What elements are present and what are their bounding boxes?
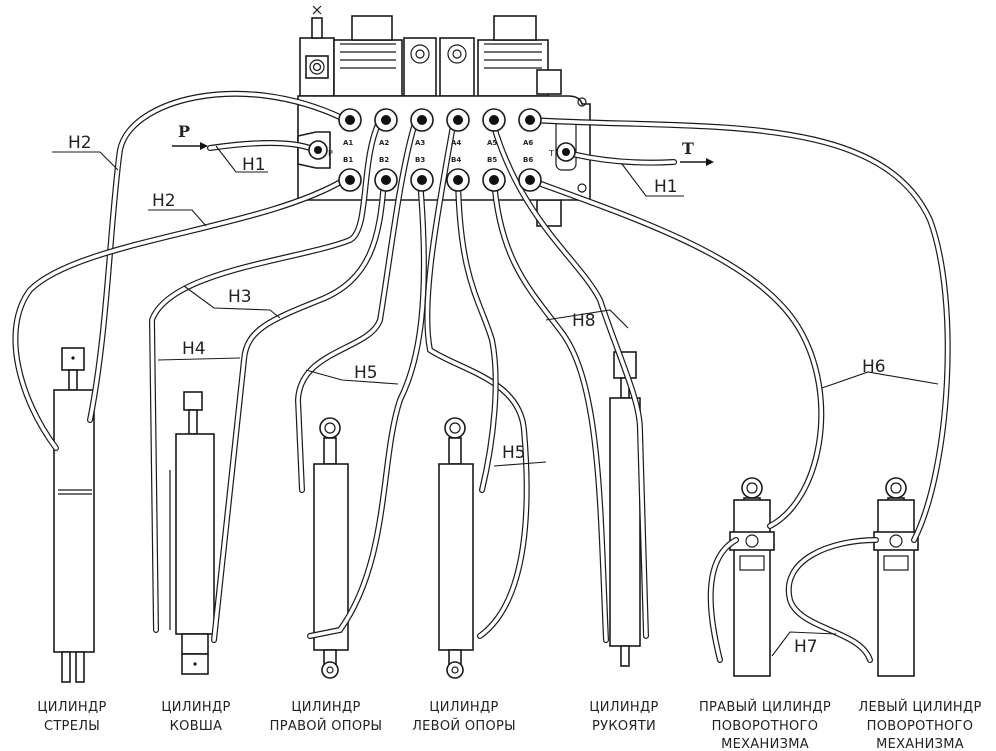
hose-label-h7: H7: [794, 637, 818, 657]
port-label-b5: B5: [487, 156, 497, 164]
cylinder-right-support: [313, 417, 349, 679]
hose-labels: H1 H1 H2 H2 H3 H4 H5 H5 H6 H7 H8: [52, 133, 939, 657]
port-label-p: P: [328, 149, 333, 158]
hose-h8: [489, 117, 649, 643]
hose-h5-left: [424, 117, 530, 639]
hose-label-h1-outlet: H1: [654, 177, 678, 197]
cylinder-left-swing: [873, 477, 919, 677]
tank-arrow: T: [680, 139, 714, 166]
caption-left-swing-line2: ПОВОРОТНОГО: [867, 719, 974, 734]
port-t: [556, 142, 576, 162]
cylinder-boom: [53, 347, 95, 683]
caption-bucket-line2: КОВША: [170, 719, 223, 734]
caption-left-swing-line3: МЕХАНИЗМА: [876, 737, 964, 751]
ports-bottom: [338, 168, 542, 192]
hose-label-h4: H4: [182, 339, 206, 359]
hose-label-h1-inlet: H1: [242, 155, 266, 175]
hose-h2-a1: [87, 90, 345, 423]
port-label-a6: A6: [523, 139, 533, 147]
port-label-b4: B4: [451, 156, 461, 164]
port-label-a5: A5: [487, 139, 497, 147]
port-p: [308, 140, 328, 160]
pressure-label: P: [178, 122, 190, 141]
hose-h5-right: [294, 117, 427, 639]
hose-label-h8: H8: [572, 311, 596, 331]
port-label-b3: B3: [415, 156, 425, 164]
port-label-b2: B2: [379, 156, 389, 164]
hose-label-h5-left: H5: [502, 443, 526, 463]
port-label-a4: A4: [451, 139, 461, 147]
caption-right-support-line2: ПРАВОЙ ОПОРЫ: [270, 718, 383, 734]
hose-label-h5-right: H5: [354, 363, 378, 383]
caption-arm-line2: РУКОЯТИ: [592, 719, 656, 734]
hose-h7: [707, 537, 879, 663]
caption-left-swing-line1: ЛЕВЫЙ ЦИЛИНДР: [858, 699, 981, 715]
hose-h2-b1: [12, 177, 347, 451]
port-label-b1: B1: [343, 156, 353, 164]
caption-bucket-line1: ЦИЛИНДР: [161, 700, 230, 715]
caption-boom-line1: ЦИЛИНДР: [37, 700, 106, 715]
caption-right-support-line1: ЦИЛИНДР: [291, 700, 360, 715]
caption-right-swing-line2: ПОВОРОТНОГО: [712, 719, 819, 734]
hose-h1-inlet: [207, 140, 313, 151]
tank-label: T: [682, 139, 694, 158]
hose-label-h2-lower: H2: [152, 191, 176, 211]
port-label-a1: A1: [343, 139, 353, 147]
caption-right-swing-line3: МЕХАНИЗМА: [721, 737, 809, 751]
caption-arm-line1: ЦИЛИНДР: [589, 700, 658, 715]
hose-h6: [527, 117, 951, 543]
hose-h1-outlet: [569, 151, 677, 166]
cylinder-right-swing: [729, 477, 775, 677]
caption-left-support-line1: ЦИЛИНДР: [429, 700, 498, 715]
hose-label-h2-top: H2: [68, 133, 92, 153]
caption-right-swing-line1: ПРАВЫЙ ЦИЛИНДР: [699, 699, 831, 715]
cylinder-captions: ЦИЛИНДР СТРЕЛЫ ЦИЛИНДР КОВША ЦИЛИНДР ПРА…: [37, 699, 981, 751]
cylinder-bucket: [169, 391, 215, 675]
hose-label-h6: H6: [862, 357, 886, 377]
port-label-a2: A2: [379, 139, 389, 147]
port-label-a3: A3: [415, 139, 425, 147]
ports-top: [338, 108, 542, 132]
port-label-t: T: [548, 149, 554, 158]
port-label-b6: B6: [523, 156, 533, 164]
hose-h3: [148, 117, 387, 643]
caption-boom-line2: СТРЕЛЫ: [44, 719, 100, 734]
cylinder-left-support: [438, 417, 474, 679]
pressure-arrow: P: [172, 122, 208, 150]
hose-label-h3: H3: [228, 287, 252, 307]
hoses: [12, 90, 951, 663]
caption-left-support-line2: ЛЕВОЙ ОПОРЫ: [412, 718, 516, 734]
control-valve-block: [297, 5, 591, 227]
